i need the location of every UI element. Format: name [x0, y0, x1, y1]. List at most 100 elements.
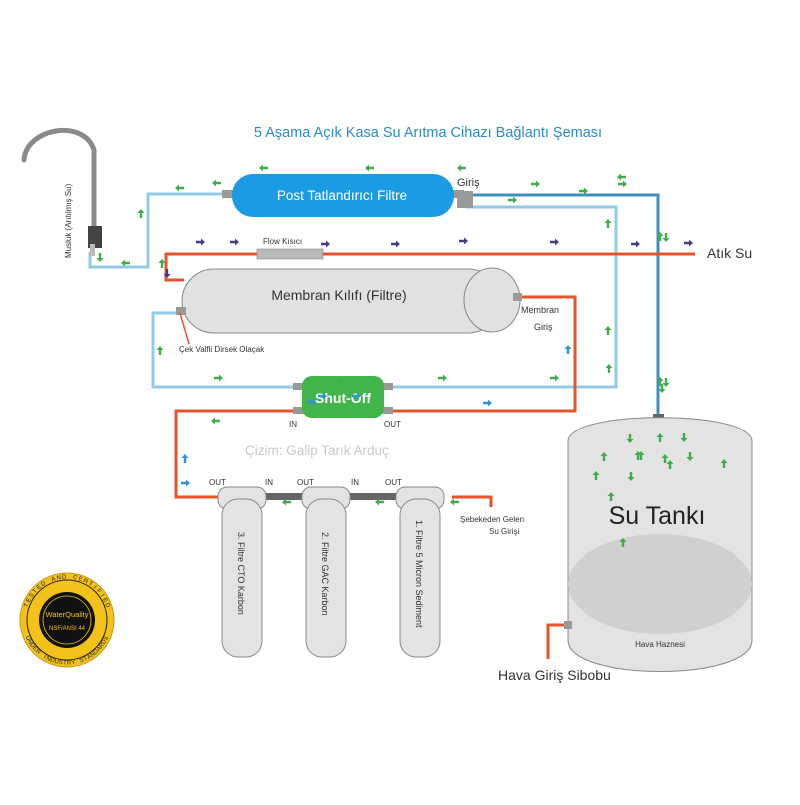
flow-arrow-icon [375, 498, 384, 506]
flow-arrow-icon [550, 238, 559, 246]
seal-letter: D [49, 657, 56, 664]
filter-3-in-label: IN [265, 478, 273, 487]
seal-letter: A [96, 646, 103, 653]
seal-letter: I [92, 585, 97, 591]
shutoff-stub-bl [293, 407, 305, 414]
check-valve-leader [179, 312, 190, 345]
seal-letter: E [36, 584, 43, 591]
seal-letter: E [31, 646, 38, 653]
seal-letter: T [83, 656, 89, 663]
certification-seal [19, 572, 115, 668]
membrane-housing [181, 267, 521, 334]
flow-arrow-icon [214, 374, 223, 382]
seal-letter: Y [71, 660, 76, 667]
flow-arrow-icon [457, 164, 466, 172]
flow-arrow-icon [175, 184, 184, 192]
flow-arrow-icon [137, 209, 145, 218]
seal-letter: E [26, 597, 33, 603]
membrane-label: Membran Kılıfı (Filtre) [271, 287, 406, 303]
membrane-port-right [513, 293, 522, 301]
filter-1-label: 1. Filtre 5 Micron Sediment [414, 520, 424, 628]
seal-center-text: WaterQuality [45, 610, 88, 619]
seal-letter: T [24, 602, 31, 608]
flow-arrow-icon [666, 460, 674, 469]
post-filter-label: Post Tatlandırıcı Filtre [277, 188, 407, 203]
tank-side-port [564, 621, 572, 629]
pipe-tank-line [470, 193, 660, 418]
flow-arrow-icon [658, 384, 666, 393]
flow-arrow-icon [579, 187, 588, 195]
mains-inlet-label-2: Su Girişi [489, 527, 519, 536]
flow-arrow-icon [550, 374, 559, 382]
seal-letter: A [51, 576, 57, 583]
seal-letter: I [99, 593, 105, 598]
flow-arrow-icon [307, 398, 316, 406]
seal-letter: E [78, 576, 84, 583]
flow-arrow-icon [318, 392, 327, 400]
faucet-icon [21, 127, 102, 256]
air-chamber-label: Hava Haznesi [635, 640, 685, 649]
shutoff-stub-br [381, 407, 393, 414]
post-filter-tee [457, 191, 473, 208]
credit-label: Çizim: Galip Tarık Arduç [245, 443, 389, 458]
filter-2-in-label: IN [351, 478, 359, 487]
air-valve-label: Hava Giriş Sibobu [498, 667, 611, 683]
filter-2-label: 2. Filtre GAC Karbon [320, 532, 330, 616]
post-filter-cap-left [222, 190, 236, 198]
seal-letter: N [45, 656, 51, 663]
flow-arrow-icon [531, 180, 540, 188]
flow-arrow-icon [662, 378, 670, 387]
flow-arrow-icon [618, 180, 627, 188]
flow-arrow-icon [604, 326, 612, 335]
flow-arrow-icon [661, 454, 669, 463]
seal-letter: T [32, 588, 39, 595]
flow-arrow-icon [156, 346, 164, 355]
flow-arrow-icon [282, 498, 291, 506]
flow-arrow-icon [459, 237, 468, 245]
seal-letter: S [58, 660, 63, 667]
seal-sub-text: NSF/ANSI 44 [49, 626, 86, 632]
flow-arrow-icon [662, 233, 670, 242]
flow-arrow-icon [391, 240, 400, 248]
pipe-membrane-inlet [384, 295, 577, 413]
shutoff-stub-tl [293, 383, 305, 390]
shutoff-valve [302, 376, 384, 418]
seal-letter: F [95, 588, 102, 595]
post-filter-body [232, 174, 454, 217]
seal-letter: N [26, 639, 33, 646]
seal-letter: R [82, 578, 89, 586]
flow-arrow-icon [334, 377, 343, 385]
seal-letter: A [86, 654, 93, 661]
seal-letter: R [98, 642, 106, 650]
pipe-product-up [384, 205, 618, 389]
membrane-inlet-label-2: Giriş [534, 322, 553, 332]
seal-letter: R [34, 649, 42, 657]
flow-arrow-icon [230, 238, 239, 246]
flow-arrow-icon [656, 433, 664, 442]
flow-arrow-icon [196, 238, 205, 246]
flow-arrow-icon [508, 196, 517, 204]
seal-letter: I [42, 654, 47, 660]
flow-arrow-icon [604, 219, 612, 228]
flow-arrow-icon [450, 498, 459, 506]
shutoff-out-label: OUT [384, 420, 401, 429]
faucet-label: Musluk (Arıtılmış Su) [64, 183, 73, 258]
pipe-product-loop [151, 311, 302, 389]
seal-letter: D [40, 580, 47, 588]
membrane-inlet-label-1: Membran [521, 305, 559, 315]
flow-arrow-icon [352, 392, 361, 400]
filter-3-label: 3. Filtre CTO Karbon [236, 532, 246, 615]
seal-letter: D [62, 575, 67, 581]
seal-letter: T [63, 660, 67, 666]
flow-arrow-icon [686, 452, 694, 461]
seal-letter: N [90, 651, 97, 658]
seal-letter: D [103, 602, 110, 609]
seal-letter: U [24, 635, 31, 641]
flow-arrow-icon [617, 173, 626, 181]
filter-connector-2 [346, 493, 400, 500]
flow-arrow-icon [365, 164, 374, 172]
flow-arrow-icon [626, 434, 634, 443]
flow-arrow-icon [634, 451, 642, 460]
pipe-air-valve [546, 623, 568, 659]
